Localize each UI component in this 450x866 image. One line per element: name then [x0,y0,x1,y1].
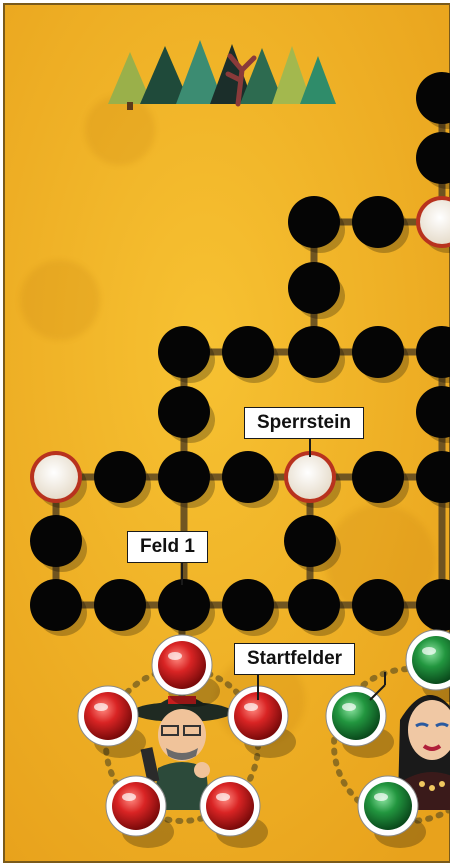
board-field[interactable] [284,515,336,567]
board-field[interactable] [94,579,146,631]
blocker-label: Sperrstein [244,407,364,439]
red-piece[interactable] [112,782,160,830]
board-field[interactable] [158,451,210,503]
board-field[interactable] [222,451,274,503]
red-piece-shine [94,703,108,711]
red-piece-shine [216,793,230,801]
green-piece[interactable] [332,692,380,740]
board-field[interactable] [94,451,146,503]
board-field[interactable] [352,579,404,631]
board-field[interactable] [222,326,274,378]
board-field[interactable] [158,326,210,378]
board-field[interactable] [30,579,82,631]
board-field[interactable] [288,262,340,314]
green-piece-shine [374,793,388,801]
board-field[interactable] [288,326,340,378]
board-field[interactable] [352,451,404,503]
board-field[interactable] [30,515,82,567]
field-one-label: Feld 1 [127,531,208,563]
blocker-stone-face [34,455,78,499]
board-field[interactable] [352,196,404,248]
board-field[interactable] [222,579,274,631]
red-piece[interactable] [206,782,254,830]
board-field[interactable] [288,579,340,631]
board-field[interactable] [352,326,404,378]
red-piece[interactable] [158,641,206,689]
red-piece-shine [122,793,136,801]
board-field[interactable] [158,579,210,631]
board-field[interactable] [158,386,210,438]
green-piece-shine [342,703,356,711]
start-fields-label: Startfelder [234,643,355,675]
blocker-stone-face [288,455,332,499]
red-piece[interactable] [84,692,132,740]
green-piece-shine [422,647,436,655]
green-piece[interactable] [364,782,412,830]
red-piece-shine [168,652,182,660]
board-field[interactable] [288,196,340,248]
red-piece-shine [244,703,258,711]
